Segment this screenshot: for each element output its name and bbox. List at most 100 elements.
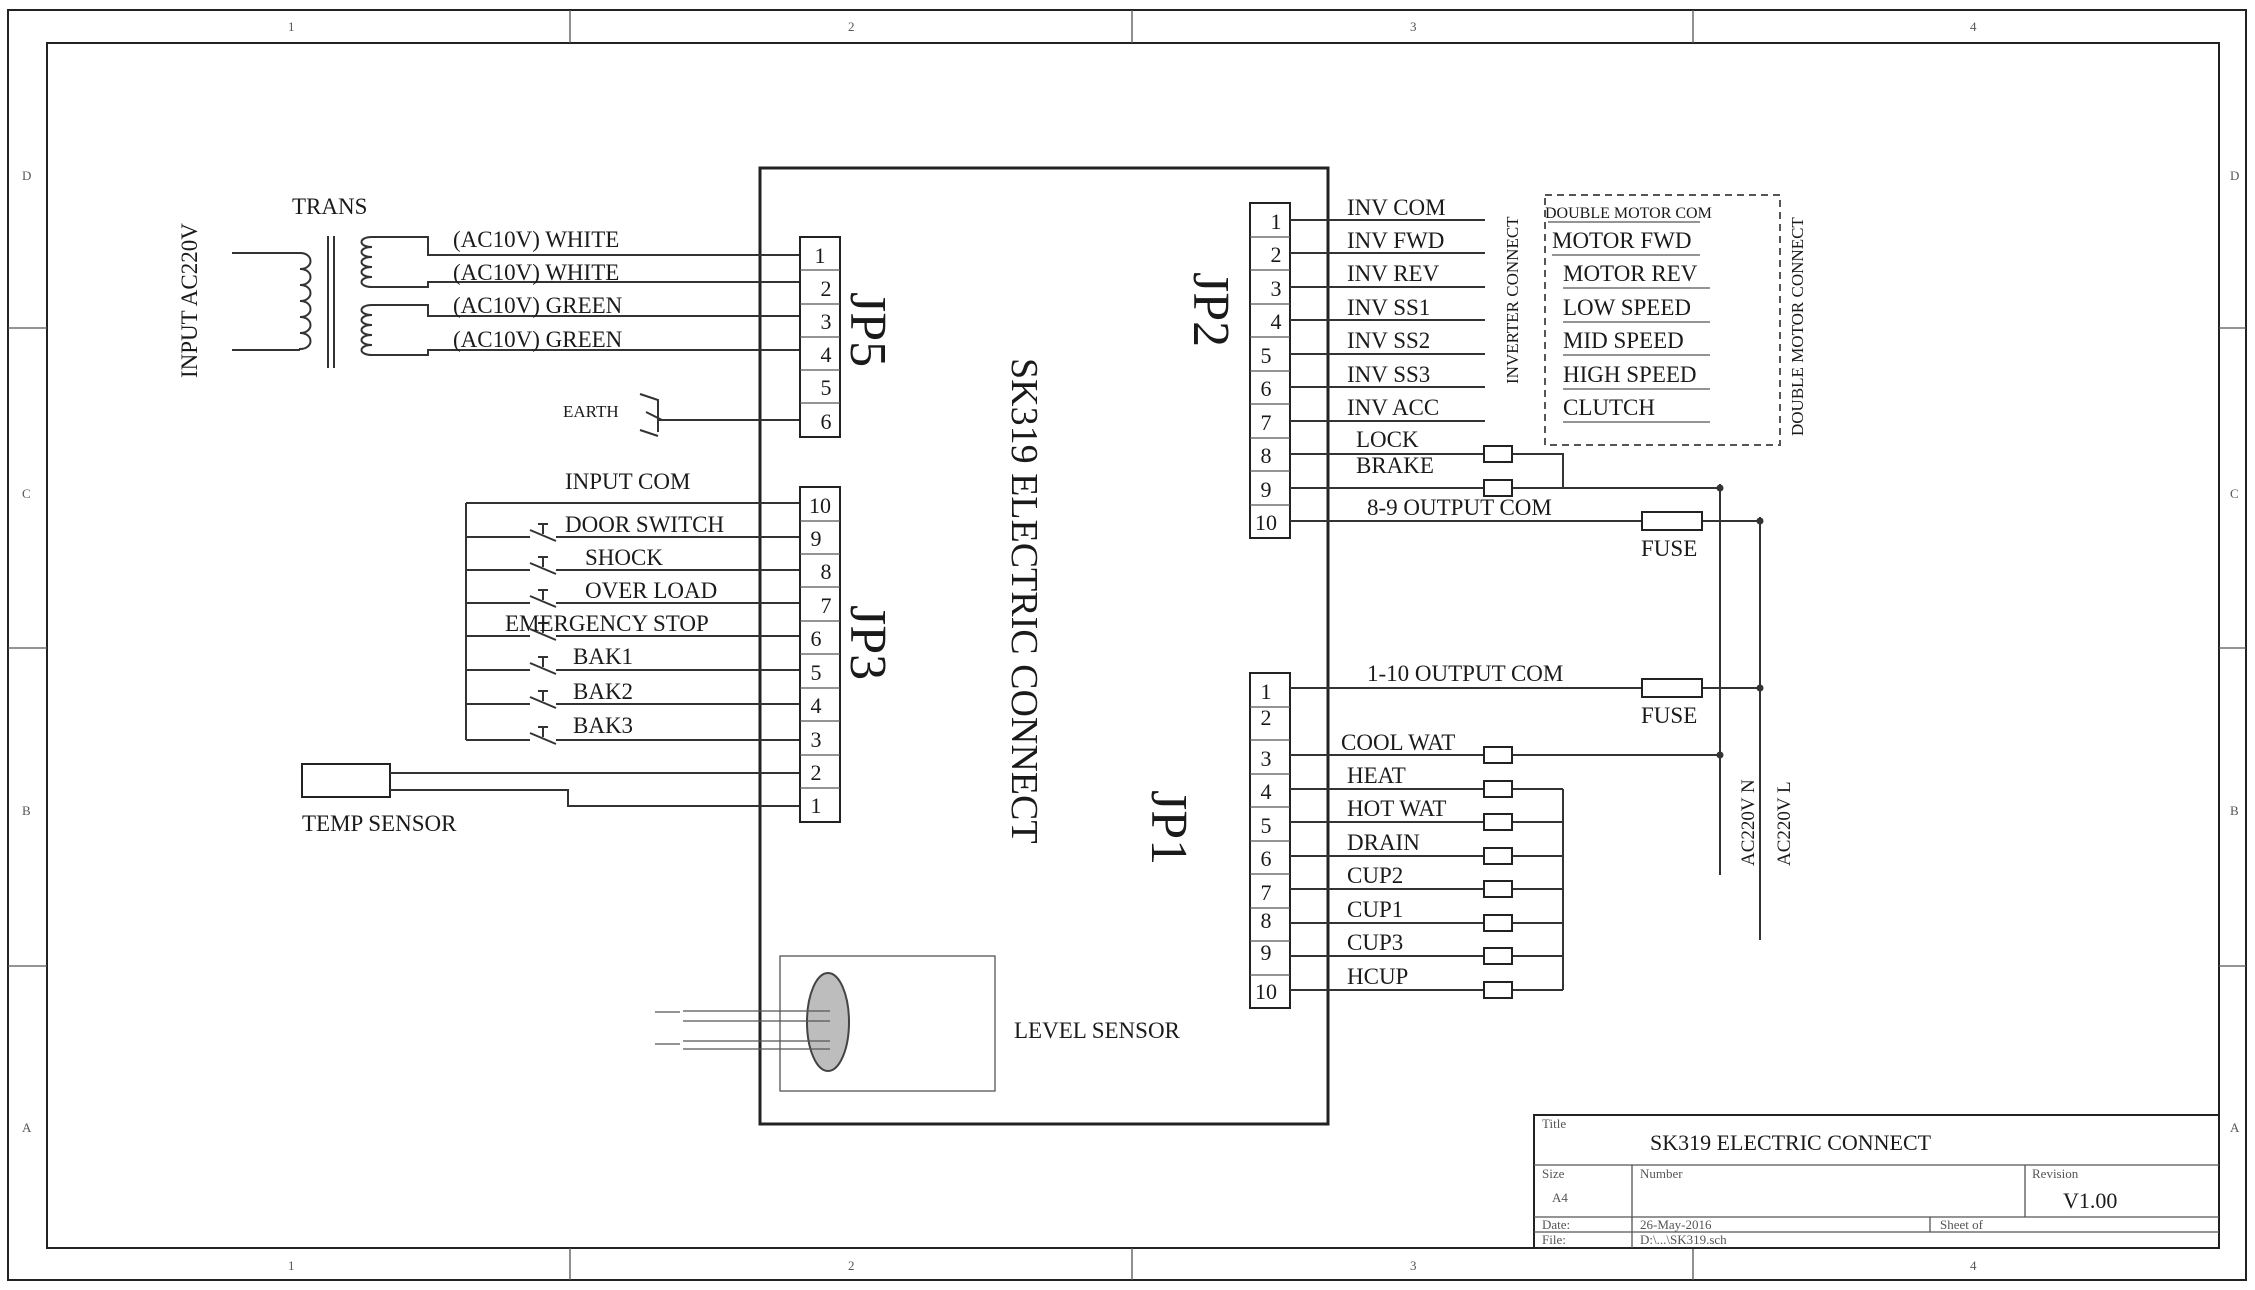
row-mark-a-right: A xyxy=(2230,1120,2240,1135)
double-motor-item-motor-rev: MOTOR REV xyxy=(1563,261,1698,286)
jp3-common-label: INPUT COM xyxy=(565,469,690,494)
jp3-signal-bak3: BAK3 xyxy=(573,713,633,738)
double-motor-item-mid-speed: MID SPEED xyxy=(1563,328,1684,353)
trans-title: TRANS xyxy=(292,194,367,219)
title-block: Title SK319 ELECTRIC CONNECT Size A4 Num… xyxy=(1533,1114,2220,1249)
date-value: 26-May-2016 xyxy=(1640,1217,1712,1232)
col-mark-2-bottom: 2 xyxy=(848,1258,855,1273)
row-mark-d: D xyxy=(22,168,31,183)
jp1-common-label: 1-10 OUTPUT COM xyxy=(1367,661,1563,686)
jp1-signal-cup3: CUP3 xyxy=(1347,930,1403,955)
jp2-pin-3: 3 xyxy=(1271,276,1282,301)
jp2-signal-output-com: 8-9 OUTPUT COM xyxy=(1367,495,1552,520)
size-value: A4 xyxy=(1552,1190,1568,1205)
jp3-signal-bak1: BAK1 xyxy=(573,644,633,669)
jp5-signal-1: (AC10V) WHITE xyxy=(453,227,619,252)
jp1-pin-6: 6 xyxy=(1261,846,1272,871)
jp2-pin-7: 7 xyxy=(1261,410,1272,435)
jp2-signal-inv-fwd: INV FWD xyxy=(1347,228,1444,253)
main-board: SK319 ELECTRIC CONNECT xyxy=(758,166,1330,1126)
jp2-pin-10: 10 xyxy=(1255,510,1277,535)
inverter-connect-label: INVERTER CONNECT xyxy=(1503,216,1522,384)
transformer: TRANS INPUT AC220V (AC10V) WHITE (AC10V)… xyxy=(177,194,800,437)
jp5-pin-1: 1 xyxy=(815,243,826,268)
row-mark-d-right: D xyxy=(2230,168,2239,183)
level-sensor-label: LEVEL SENSOR xyxy=(1014,1018,1181,1043)
jp2-outputs: INV COM INV FWD INV REV INV SS1 INV SS2 … xyxy=(1290,194,1807,561)
jp1-pin-1: 1 xyxy=(1261,679,1272,704)
fuse-label-jp2: FUSE xyxy=(1641,536,1697,561)
jp5-pin-5: 5 xyxy=(821,375,832,400)
jp1-outputs: 1-10 OUTPUT COM FUSE COOL WAT HEAT HOT W… xyxy=(1290,661,1760,999)
jp1-signal-cup2: CUP2 xyxy=(1347,863,1403,888)
jp3-pin-3: 3 xyxy=(811,727,822,752)
number-caption: Number xyxy=(1640,1166,1683,1181)
jp2-signal-inv-ss2: INV SS2 xyxy=(1347,328,1430,353)
jp3-signal-over-load: OVER LOAD xyxy=(585,578,717,603)
jp3-signal-shock: SHOCK xyxy=(585,545,663,570)
jp5-signal-3: (AC10V) GREEN xyxy=(453,293,623,318)
title-block-title: SK319 ELECTRIC CONNECT xyxy=(1650,1130,1932,1155)
jp5-signal-2: (AC10V) WHITE xyxy=(453,260,619,285)
jp2-connector: 1 2 3 4 5 6 7 8 9 10 JP2 xyxy=(1182,202,1291,539)
jp5-pin-2: 2 xyxy=(821,276,832,301)
jp2-signal-inv-acc: INV ACC xyxy=(1347,395,1439,420)
row-mark-b: B xyxy=(22,803,31,818)
jp3-signal-door-switch: DOOR SWITCH xyxy=(565,512,724,537)
col-mark-2: 2 xyxy=(848,19,855,34)
col-mark-4-bottom: 4 xyxy=(1970,1258,1977,1273)
jp3-connector: 10 9 8 7 6 5 4 3 2 1 JP3 xyxy=(799,486,896,823)
jp1-pin-3: 3 xyxy=(1261,746,1272,771)
jp3-pin-6: 6 xyxy=(811,626,822,651)
double-motor-item-high-speed: HIGH SPEED xyxy=(1563,362,1697,387)
jp5-pin-4: 4 xyxy=(821,342,832,367)
jp2-name: JP2 xyxy=(1182,272,1239,347)
jp2-pin-4: 4 xyxy=(1271,309,1282,334)
jp3-pin-5: 5 xyxy=(811,660,822,685)
input-ac220v-label: INPUT AC220V xyxy=(177,223,202,378)
jp3-pin-4: 4 xyxy=(811,693,822,718)
row-mark-b-right: B xyxy=(2230,803,2239,818)
jp1-signal-heat: HEAT xyxy=(1347,763,1406,788)
size-caption: Size xyxy=(1542,1166,1565,1181)
jp5-pin-3: 3 xyxy=(821,309,832,334)
jp1-pin-5: 5 xyxy=(1261,813,1272,838)
jp5-signal-4: (AC10V) GREEN xyxy=(453,327,623,352)
col-mark-3: 3 xyxy=(1410,19,1417,34)
jp3-pin-8: 8 xyxy=(821,559,832,584)
jp1-pin-7: 7 xyxy=(1261,880,1272,905)
sheet-caption: Sheet of xyxy=(1940,1217,1984,1232)
jp2-signal-inv-com: INV COM xyxy=(1347,195,1446,220)
revision-value: V1.00 xyxy=(2063,1188,2117,1213)
jp2-pin-5: 5 xyxy=(1261,343,1272,368)
jp1-signal-cup1: CUP1 xyxy=(1347,897,1403,922)
jp3-signal-bak2: BAK2 xyxy=(573,679,633,704)
col-mark-1: 1 xyxy=(288,19,295,34)
jp1-connector: 1 2 3 4 5 6 7 8 9 10 JP1 xyxy=(1140,672,1291,1009)
jp3-pin-7: 7 xyxy=(821,593,832,618)
jp5-connector: 1 2 3 4 5 6 JP5 xyxy=(799,236,896,438)
file-caption: File: xyxy=(1542,1232,1566,1247)
jp1-signal-cool-wat: COOL WAT xyxy=(1341,730,1455,755)
ac-power-rails: AC220V N AC220V L xyxy=(1716,484,1795,940)
jp1-pin-4: 4 xyxy=(1261,779,1272,804)
jp1-signal-drain: DRAIN xyxy=(1347,830,1420,855)
jp2-pin-6: 6 xyxy=(1261,376,1272,401)
jp3-inputs: INPUT COM DOOR SWITCH SHOCK OVER LOAD EM… xyxy=(465,469,800,745)
double-motor-com-label: DOUBLE MOTOR COM xyxy=(1545,205,1712,222)
level-sensor: LEVEL SENSOR xyxy=(655,955,1181,1092)
jp5-pin-6: 6 xyxy=(821,409,832,434)
board-title: SK319 ELECTRIC CONNECT xyxy=(1003,358,1045,844)
col-mark-4: 4 xyxy=(1970,19,1977,34)
double-motor-item-clutch: CLUTCH xyxy=(1563,395,1655,420)
ac220v-l-label: AC220V L xyxy=(1774,781,1795,866)
jp3-pin-9: 9 xyxy=(811,526,822,551)
jp5-name: JP5 xyxy=(839,292,896,367)
earth-label: EARTH xyxy=(563,402,619,421)
title-caption: Title xyxy=(1542,1116,1566,1131)
double-motor-item-motor-fwd: MOTOR FWD xyxy=(1552,228,1692,253)
temp-sensor: TEMP SENSOR xyxy=(301,763,800,836)
jp2-signal-inv-ss1: INV SS1 xyxy=(1347,295,1430,320)
fuse-label-jp1: FUSE xyxy=(1641,703,1697,728)
